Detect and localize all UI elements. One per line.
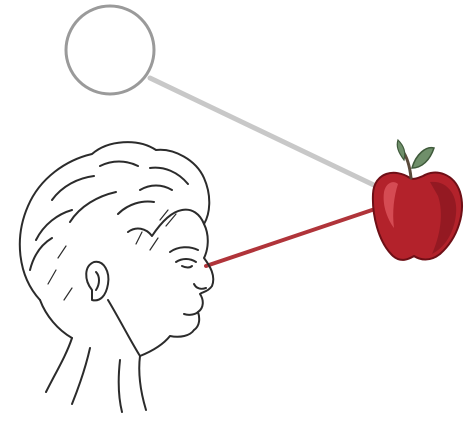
- incident-ray: [150, 78, 380, 188]
- hair-strand: [30, 162, 188, 271]
- nose: [194, 284, 206, 289]
- mouth: [184, 312, 198, 315]
- apple-icon: [373, 140, 462, 260]
- eyebrow: [170, 247, 198, 252]
- neck-lines: [46, 338, 146, 412]
- hair-outline: [20, 142, 209, 300]
- observer-head-sketch-icon: [20, 142, 213, 412]
- ear: [86, 262, 108, 301]
- eye: [176, 259, 196, 268]
- hair-shading: [48, 210, 176, 300]
- face-profile: [140, 224, 213, 356]
- apple-leaf-small-icon: [397, 140, 405, 160]
- light-source-circle-icon: [66, 6, 154, 94]
- apple-leaf-icon: [412, 148, 434, 168]
- reflected-ray: [206, 208, 378, 266]
